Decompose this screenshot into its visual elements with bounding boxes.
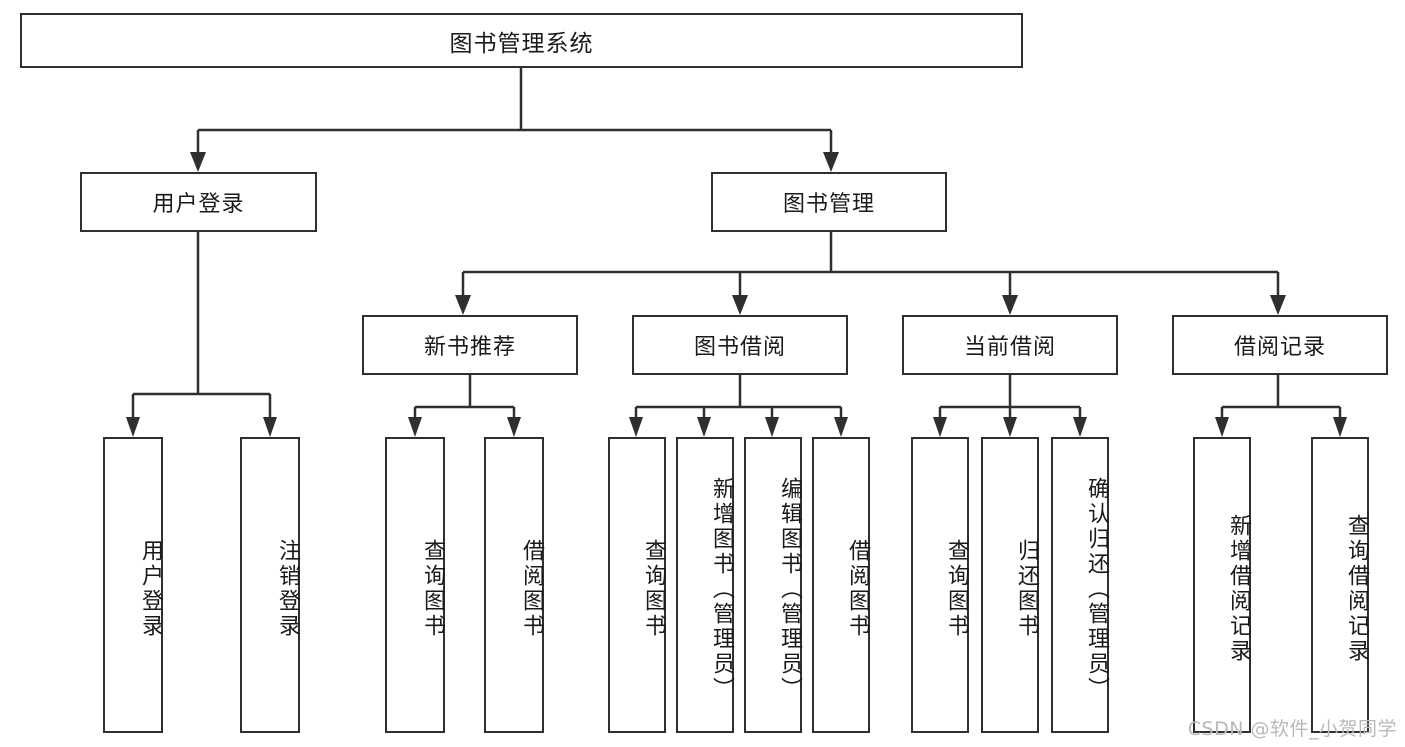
node-label: 借阅图书 (845, 539, 870, 639)
node-label: 查询图书 (420, 539, 445, 639)
leaf-borrow-add-book-admin[interactable]: 新增图书（管理员） (676, 437, 734, 733)
leaf-current-query-book[interactable]: 查询图书 (911, 437, 969, 733)
node-book-borrow[interactable]: 图书借阅 (632, 315, 848, 375)
leaf-borrow-query-book[interactable]: 查询图书 (608, 437, 666, 733)
arrowhead-userlogin-leaf2 (263, 417, 277, 437)
leaf-record-add-record[interactable]: 新增借阅记录 (1193, 437, 1251, 733)
node-borrow-record[interactable]: 借阅记录 (1172, 315, 1388, 375)
arrowhead-borrow (732, 295, 748, 315)
node-user-login[interactable]: 用户登录 (80, 172, 317, 232)
node-book-management[interactable]: 图书管理 (711, 172, 947, 232)
node-label: 图书管理系统 (449, 30, 594, 57)
arrowhead-bookmgmt (823, 152, 839, 172)
arrowhead-borrow-leaf2 (697, 417, 711, 437)
node-label: 新书推荐 (423, 335, 516, 360)
leaf-user-login-logout[interactable]: 注销登录 (240, 437, 300, 733)
arrowhead-borrow-leaf4 (834, 417, 848, 437)
leaf-current-return-book[interactable]: 归还图书 (981, 437, 1039, 733)
arrowhead-current-leaf2 (1003, 417, 1017, 437)
leaf-current-confirm-return-admin[interactable]: 确认归还（管理员） (1051, 437, 1109, 733)
node-label: 查询借阅记录 (1344, 514, 1369, 664)
node-label: 用户登录 (152, 192, 245, 217)
leaf-newbook-query-book[interactable]: 查询图书 (385, 437, 445, 733)
arrowhead-current-leaf3 (1073, 417, 1087, 437)
arrowhead-newbook-leaf1 (408, 417, 422, 437)
arrowhead-userlogin-leaf1 (126, 417, 140, 437)
leaf-record-query-record[interactable]: 查询借阅记录 (1311, 437, 1369, 733)
node-label: 用户登录 (138, 539, 163, 639)
arrowhead-borrow-leaf3 (765, 417, 779, 437)
node-label: 归还图书 (1014, 539, 1039, 639)
node-label: 图书管理 (782, 192, 875, 217)
arrowhead-borrow-leaf1 (629, 417, 643, 437)
arrowhead-record (1270, 295, 1286, 315)
leaf-borrow-borrow-book[interactable]: 借阅图书 (812, 437, 870, 733)
arrowhead-record-leaf2 (1333, 417, 1347, 437)
arrowhead-current-leaf1 (933, 417, 947, 437)
node-label: 查询图书 (944, 539, 969, 639)
node-label: 编辑图书（管理员） (777, 476, 802, 702)
node-label: 新增图书（管理员） (709, 476, 734, 702)
node-current-borrow[interactable]: 当前借阅 (902, 315, 1118, 375)
node-label: 新增借阅记录 (1226, 514, 1251, 664)
arrowhead-current (1002, 295, 1018, 315)
node-new-book-recommend[interactable]: 新书推荐 (362, 315, 578, 375)
node-label: 借阅记录 (1233, 335, 1326, 360)
arrowhead-record-leaf1 (1215, 417, 1229, 437)
leaf-newbook-borrow-book[interactable]: 借阅图书 (484, 437, 544, 733)
leaf-user-login-login[interactable]: 用户登录 (103, 437, 163, 733)
node-label: 注销登录 (275, 539, 300, 639)
node-label: 查询图书 (641, 539, 666, 639)
node-label: 当前借阅 (963, 335, 1056, 360)
arrowhead-userlogin (190, 152, 206, 172)
arrowhead-newbook-leaf2 (507, 417, 521, 437)
arrowhead-newbook (455, 295, 471, 315)
node-book-management-system[interactable]: 图书管理系统 (20, 13, 1023, 68)
leaf-borrow-edit-book-admin[interactable]: 编辑图书（管理员） (744, 437, 802, 733)
node-label: 确认归还（管理员） (1084, 476, 1109, 702)
node-label: 图书借阅 (693, 335, 786, 360)
node-label: 借阅图书 (519, 539, 544, 639)
